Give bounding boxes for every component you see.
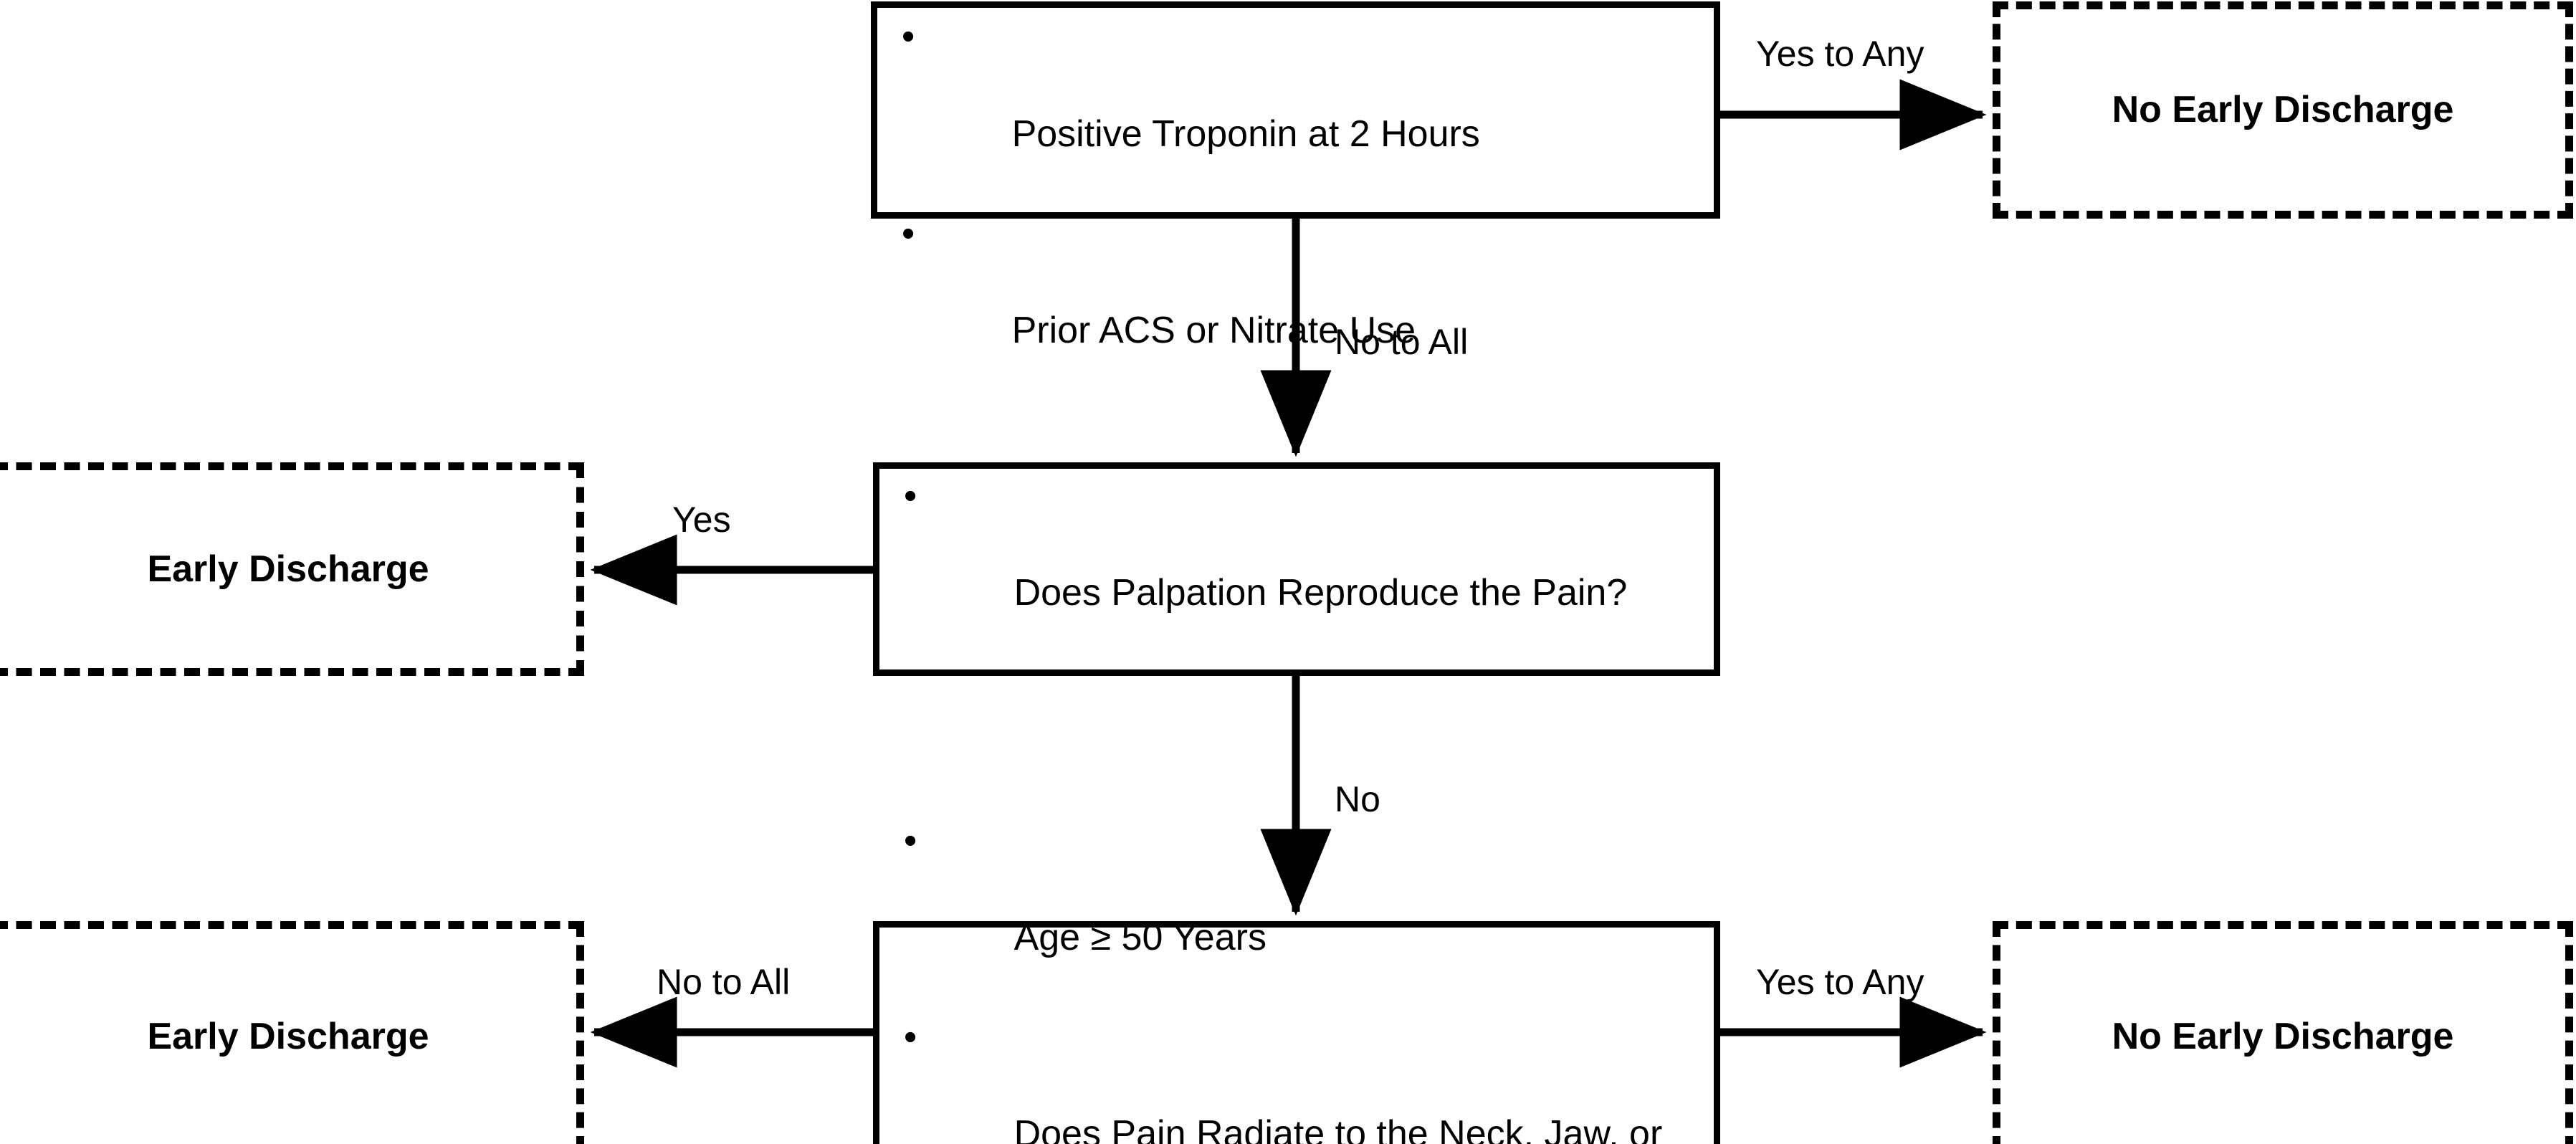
list-item: • Abnormal Initial ECG: [896, 0, 1689, 10]
node-initial-criteria[interactable]: • Abnormal Initial ECG • Positive Tropon…: [871, 1, 1720, 351]
list-item-text: Prior ACS or Nitrate Use: [1011, 309, 1416, 351]
bullet-glyph: •: [904, 1016, 917, 1059]
list-item: • Prior ACS or Nitrate Use: [896, 210, 1689, 404]
node-age-radiation-criteria[interactable]: • Age ≥ 50 Years • Does Pain Radiate to …: [873, 820, 1720, 1144]
node-early-discharge-bottom[interactable]: Early Discharge: [0, 921, 584, 1144]
outcome-label: No Early Discharge: [2112, 89, 2454, 131]
list-item-text: Positive Troponin at 2 Hours: [1011, 113, 1480, 155]
edge-label-yes-to-any-bottom: Yes to Any: [1756, 962, 1924, 1002]
bullet-glyph: •: [902, 16, 915, 58]
node-early-discharge-mid[interactable]: Early Discharge: [0, 462, 584, 676]
bullet-glyph: •: [902, 212, 915, 254]
bullet-glyph: •: [904, 475, 917, 517]
edge-label-yes-mid: Yes: [672, 500, 731, 540]
node-no-early-discharge-top[interactable]: No Early Discharge: [1993, 1, 2573, 219]
age-radiation-criteria-list: • Age ≥ 50 Years • Does Pain Radiate to …: [898, 817, 1689, 1144]
edge-label-yes-to-any-top: Yes to Any: [1756, 34, 1924, 74]
bullet-glyph: •: [904, 819, 917, 862]
list-item-text: Does Palpation Reproduce the Pain?: [1013, 572, 1628, 614]
node-palpation-question[interactable]: • Does Palpation Reproduce the Pain?: [873, 462, 1720, 676]
list-item-text: Age ≥ 50 Years: [1013, 917, 1266, 959]
list-item-text: Does Pain Radiate to the Neck, Jaw, or L…: [1013, 1113, 1663, 1144]
list-item: • Does Palpation Reproduce the Pain?: [898, 472, 1689, 666]
list-item: • Positive Troponin at 2 Hours: [896, 13, 1689, 206]
outcome-label: Early Discharge: [147, 548, 429, 590]
edge-label-no-to-all-top: No to All: [1335, 322, 1469, 362]
initial-criteria-list: • Abnormal Initial ECG • Positive Tropon…: [896, 0, 1689, 404]
list-item: • Does Pain Radiate to the Neck, Jaw, or…: [898, 1014, 1689, 1144]
node-no-early-discharge-bottom[interactable]: No Early Discharge: [1993, 921, 2573, 1144]
list-item: • Age ≥ 50 Years: [898, 817, 1689, 1011]
palpation-criteria-list: • Does Palpation Reproduce the Pain?: [898, 472, 1689, 666]
outcome-label: No Early Discharge: [2112, 1015, 2454, 1057]
edge-label-no-to-all-bottom: No to All: [657, 962, 791, 1002]
outcome-label: Early Discharge: [147, 1015, 429, 1057]
edge-label-no-mid: No: [1335, 779, 1380, 819]
